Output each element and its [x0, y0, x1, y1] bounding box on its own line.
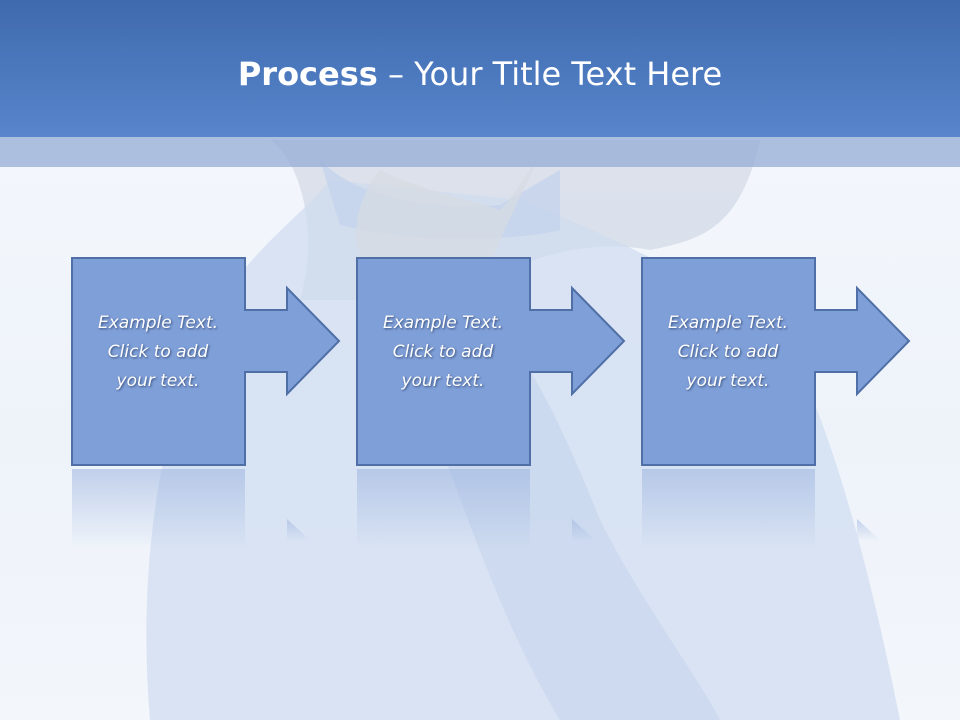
step-label-line: Example Text.	[382, 313, 504, 333]
box-arrow-shape	[641, 257, 911, 466]
step-label-line: your text.	[401, 371, 485, 391]
title-bar	[0, 0, 960, 137]
step-label-line: your text.	[686, 371, 770, 391]
step-label-line: Example Text.	[667, 313, 789, 333]
step-reflection	[72, 469, 311, 549]
step-label-line: Click to add	[107, 342, 209, 362]
step-reflection	[642, 469, 881, 549]
process-step-3[interactable]: Example Text. Click to add your text.	[641, 257, 911, 549]
title-bold: Process	[237, 55, 378, 93]
step-label-line: Click to add	[677, 342, 779, 362]
process-step-1[interactable]: Example Text. Click to add your text.	[71, 257, 341, 549]
step-reflection	[357, 469, 596, 549]
process-step-2[interactable]: Example Text. Click to add your text.	[356, 257, 626, 549]
step-label[interactable]: Example Text. Click to add your text.	[643, 309, 813, 396]
step-label[interactable]: Example Text. Click to add your text.	[358, 309, 528, 396]
box-arrow-shape	[71, 257, 341, 466]
title-rest: – Your Title Text Here	[377, 55, 723, 93]
step-label[interactable]: Example Text. Click to add your text.	[73, 309, 243, 396]
step-label-line: Example Text.	[97, 313, 219, 333]
slide-title[interactable]: Process – Your Title Text Here	[0, 52, 960, 96]
box-arrow-shape	[356, 257, 626, 466]
step-label-line: Click to add	[392, 342, 494, 362]
title-accent-strip	[0, 137, 960, 167]
step-label-line: your text.	[116, 371, 200, 391]
